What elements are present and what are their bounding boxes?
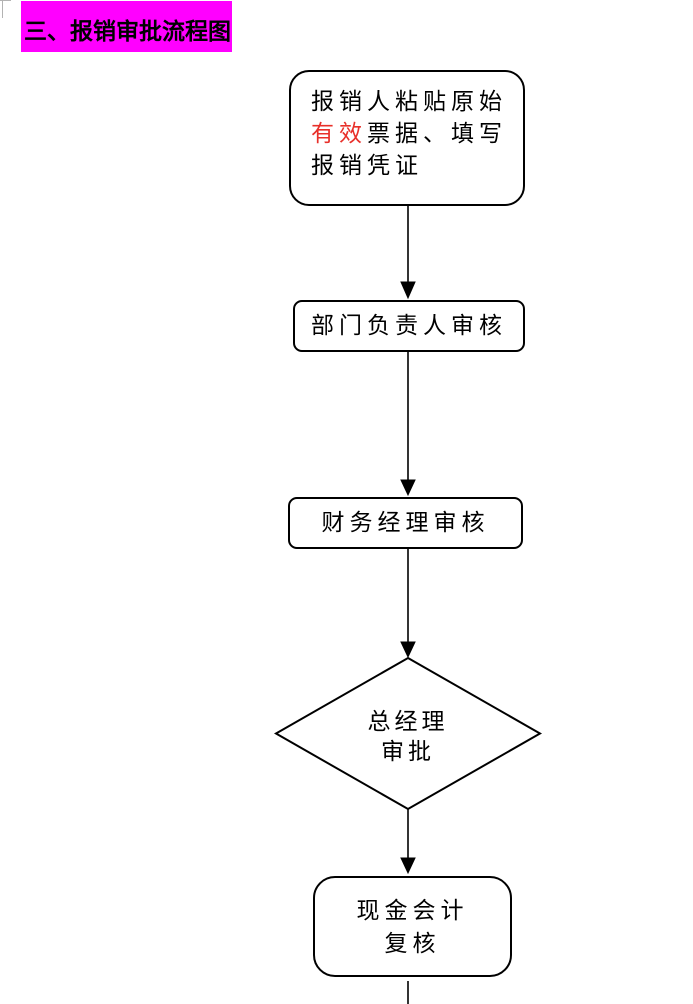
flow-node-gm-approval-line1: 总经理 [367, 709, 449, 734]
flow-node-gm-approval-label: 总经理 审批 [308, 707, 508, 767]
flow-node-cashier-recheck: 现金会计 复核 [313, 876, 512, 977]
page-corner-mark-horizontal [0, 0, 11, 1]
flow-node-gm-approval-line2: 审批 [381, 739, 435, 764]
flow-node-start-line2-rest: 票据、填写 [367, 121, 507, 146]
section-title-text: 三、报销审批流程图 [24, 18, 231, 44]
flow-node-cashier-recheck-line1: 现金会计 [356, 898, 469, 923]
arrowhead-finance-to-gm [400, 641, 416, 659]
flow-node-cashier-recheck-line2: 复核 [384, 931, 441, 956]
flow-node-dept-review-label: 部门负责人审核 [311, 313, 507, 338]
flow-node-start: 报销人粘贴原始 有效票据、填写 报销凭证 [289, 70, 525, 206]
flow-node-start-line1: 报销人粘贴原始 [311, 89, 507, 114]
arrowhead-dept-to-finance [400, 479, 416, 497]
flow-node-start-line3: 报销凭证 [311, 153, 423, 178]
flow-node-start-line2: 有效票据、填写 [311, 118, 517, 150]
flow-node-finance-review: 财务经理审核 [288, 497, 523, 549]
arrowhead-gm-to-cashier [400, 857, 416, 875]
flow-node-dept-review: 部门负责人审核 [293, 300, 525, 352]
arrowhead-start-to-dept [400, 281, 416, 300]
flow-node-finance-review-label: 财务经理审核 [321, 510, 490, 535]
flow-node-start-line2-emphasis: 有效 [311, 121, 367, 146]
section-title-highlight: 三、报销审批流程图 [21, 1, 232, 52]
page-corner-mark-vertical [2, 0, 3, 18]
